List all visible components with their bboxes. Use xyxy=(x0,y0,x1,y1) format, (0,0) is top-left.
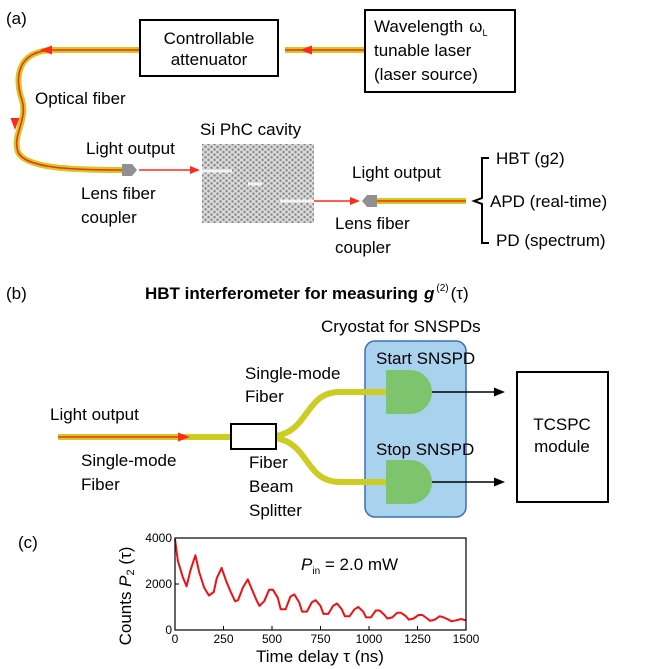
y-tick-label: 4000 xyxy=(145,531,172,545)
splitter-line3: Splitter xyxy=(249,501,302,520)
cryostat-label: Cryostat for SNSPDs xyxy=(321,317,481,336)
attenuator-label-line2: attenuator xyxy=(171,50,248,69)
y-tick-label: 2000 xyxy=(145,577,172,591)
smf-top-line2: Fiber xyxy=(245,387,284,406)
splitter-line2: Beam xyxy=(249,477,293,496)
light-output-right-label: Light output xyxy=(352,163,441,182)
lens-coupler-right-line1: Lens fiber xyxy=(335,214,410,233)
x-axis-label: Time delay τ (ns) xyxy=(256,647,384,666)
stop-snspd-detector xyxy=(386,460,432,504)
x-tick-label: 1500 xyxy=(453,632,480,646)
lens-coupler-left-line1: Lens fiber xyxy=(81,184,156,203)
x-tick-label: 750 xyxy=(310,632,330,646)
optical-fiber-label: Optical fiber xyxy=(35,89,126,108)
laser-box xyxy=(364,9,516,93)
tcspc-module xyxy=(516,371,609,503)
y-axis-label: Counts P2 (τ) xyxy=(116,547,137,646)
panel-c: (c) 0 250 500 750 1000 1250 1500 0 2000 4000 Pin … xyxy=(18,531,480,666)
start-snspd-detector xyxy=(386,370,432,414)
start-signal-arrow xyxy=(494,387,505,397)
chart-plot-area: 0 250 500 750 1000 1250 1500 0 2000 4000 xyxy=(145,531,479,646)
tcspc-label-line2: module xyxy=(534,437,590,456)
attenuator-box xyxy=(139,19,279,77)
light-direction-arrow xyxy=(40,45,52,55)
x-tick-label: 0 xyxy=(172,632,179,646)
beam-arrow-in xyxy=(190,166,200,174)
light-direction-arrow xyxy=(300,45,312,55)
optical-fiber-core xyxy=(15,49,140,171)
smf-bottom-line1: Single-mode xyxy=(81,451,176,470)
output-pd: PD (spectrum) xyxy=(496,231,606,250)
chart-frame xyxy=(174,537,467,631)
lens-coupler-right-line2: coupler xyxy=(335,238,391,257)
lens-fiber-coupler-left xyxy=(122,164,137,176)
panel-c-label: (c) xyxy=(18,533,38,552)
panel-a-label: (a) xyxy=(6,9,27,28)
g2-trace-line xyxy=(174,538,467,623)
y-tick-label: 0 xyxy=(165,623,172,637)
smf-top-line1: Single-mode xyxy=(245,364,340,383)
lens-fiber-coupler-right xyxy=(362,195,377,207)
stop-signal-arrow xyxy=(494,477,505,487)
panel-b-label: (b) xyxy=(6,284,27,303)
x-tick-label: 1000 xyxy=(356,632,383,646)
light-output-left-label: Light output xyxy=(86,139,175,158)
x-tick-label: 1250 xyxy=(404,632,431,646)
fiber-branch-stop xyxy=(275,435,386,485)
fiber-branch-start xyxy=(275,389,386,439)
output-apd: APD (real-time) xyxy=(490,192,607,211)
smf-bottom-line2: Fiber xyxy=(81,475,120,494)
splitter-line1: Fiber xyxy=(249,453,288,472)
attenuator-label-line1: Controllable xyxy=(164,29,255,48)
fiber-beam-splitter xyxy=(230,423,277,450)
power-annotation: Pin = 2.0 mW xyxy=(301,555,398,577)
lens-coupler-left-line2: coupler xyxy=(81,208,137,227)
x-tick-label: 500 xyxy=(262,632,282,646)
output-bracket xyxy=(471,157,489,244)
laser-label-line2: tunable laser xyxy=(374,41,472,60)
beam-arrow-out xyxy=(350,197,360,205)
output-hbt: HBT (g2) xyxy=(496,149,565,168)
start-snspd-label: Start SNSPD xyxy=(376,349,475,368)
laser-label-line3: (laser source) xyxy=(374,65,478,84)
input-arrow xyxy=(178,432,190,442)
light-direction-arrow xyxy=(10,118,20,130)
stop-snspd-label: Stop SNSPD xyxy=(376,440,474,459)
x-tick-label: 250 xyxy=(213,632,233,646)
tcspc-label-line1: TCSPC xyxy=(533,415,591,434)
light-output-label: Light output xyxy=(50,405,139,424)
cavity-label: Si PhC cavity xyxy=(200,120,302,139)
